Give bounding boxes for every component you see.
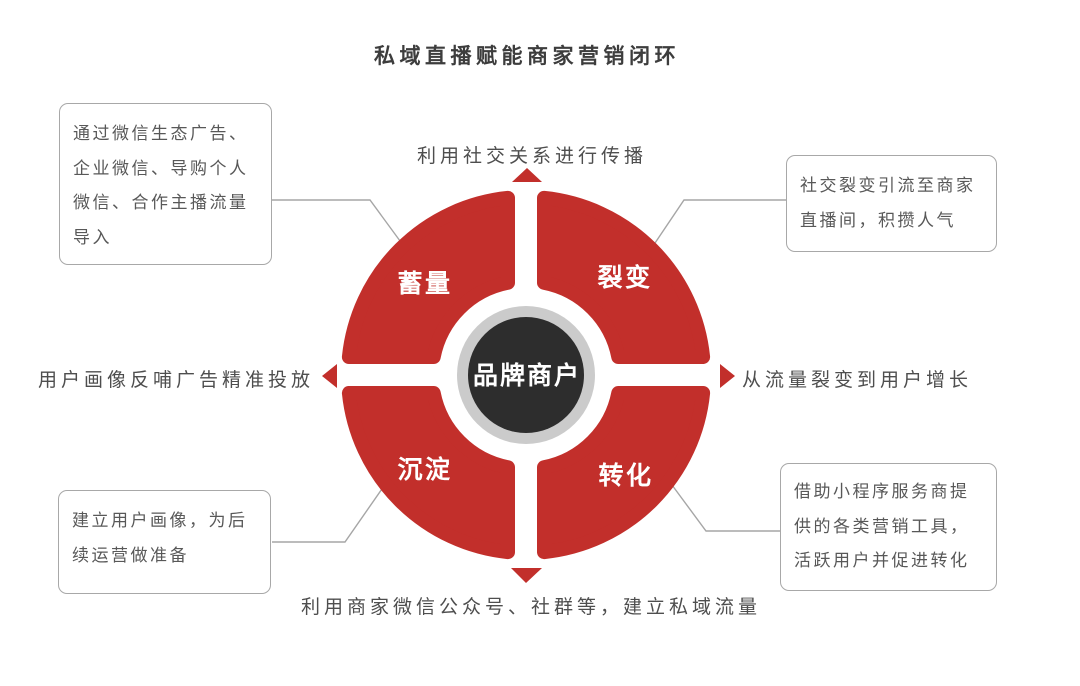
quadrant-label-convert: 转化 — [598, 461, 653, 490]
connector-top-right-line — [652, 199, 786, 247]
quadrant-label-fission: 裂变 — [597, 263, 652, 292]
quadrant-top-left — [341, 190, 515, 364]
callout-marketing-tools: 借助小程序服务商提 供的各类营销工具， 活跃用户并促进转化 — [780, 463, 997, 591]
callout-traffic-import: 通过微信生态广告、 企业微信、导购个人 微信、合作主播流量 导入 — [59, 103, 272, 265]
quadrant-label-accumulate: 蓄量 — [397, 270, 452, 298]
arrow-up-icon — [512, 168, 542, 182]
page-title: 私域直播赋能商家营销闭环 — [374, 45, 680, 68]
arrow-down-icon — [511, 568, 542, 583]
callout-social-fission: 社交裂变引流至商家 直播间，积攒人气 — [786, 155, 997, 252]
arrow-right-icon — [720, 364, 735, 388]
callout-user-profile: 建立用户画像，为后 续运营做准备 — [58, 490, 271, 594]
center-circle — [468, 317, 584, 433]
annotation-right: 从流量裂变到用户增长 — [742, 370, 973, 391]
quadrant-top-right — [537, 190, 711, 364]
connector-top-left-line — [272, 199, 404, 246]
annotation-top: 利用社交关系进行传播 — [416, 146, 648, 167]
quadrant-bottom-left — [341, 386, 515, 560]
connector-bottom-right-line — [671, 484, 781, 532]
annotation-left: 用户画像反哺广告精准投放 — [38, 370, 315, 391]
center-label: 品牌商户 — [473, 361, 581, 390]
quadrant-label-settle: 沉淀 — [397, 455, 452, 484]
quadrant-bottom-right — [537, 386, 711, 560]
marketing-cycle-diagram: 蓄量 裂变 沉淀 转化 品牌商户 — [322, 168, 735, 583]
arrow-left-icon — [322, 364, 337, 388]
annotation-bottom: 利用商家微信公众号、社群等，建立私域流量 — [300, 597, 762, 618]
connector-bottom-left-line — [272, 485, 385, 543]
